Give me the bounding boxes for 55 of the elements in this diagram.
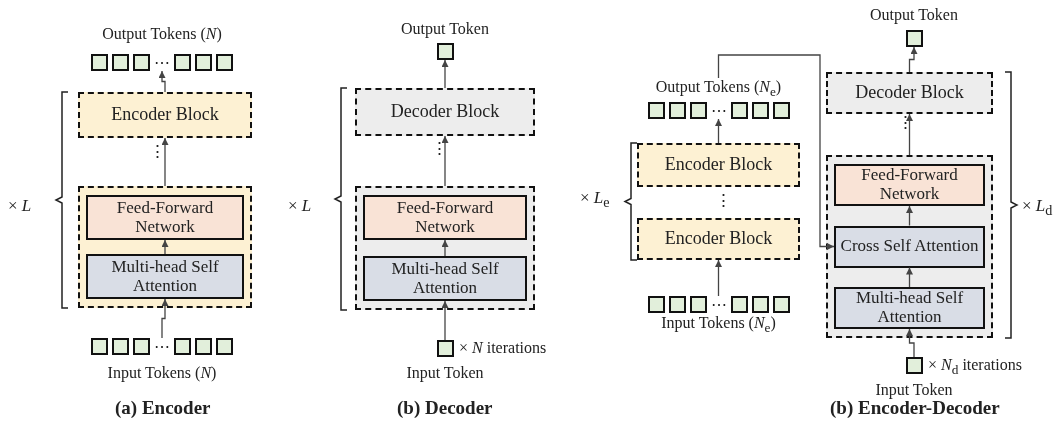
token-label: Output Token	[869, 6, 959, 24]
layer-container	[78, 186, 252, 308]
panel-caption: (a) Encoder	[115, 397, 211, 419]
arrow	[161, 137, 169, 187]
block-box: Encoder Block	[637, 143, 800, 187]
arrow	[161, 298, 169, 339]
arrow	[906, 328, 915, 358]
token-label: Input Tokens (N)	[106, 364, 218, 382]
layer-container	[826, 155, 993, 338]
arrow	[906, 205, 913, 227]
layer-box: Multi-head Self Attention	[86, 254, 244, 299]
repeat-label: × L	[288, 196, 312, 216]
layer-box: Feed-Forward Network	[834, 164, 985, 206]
ellipsis: ⋯	[710, 296, 727, 313]
arrow	[161, 239, 169, 255]
arrow	[441, 135, 449, 187]
arrow	[441, 239, 449, 257]
ellipsis: ⋯	[710, 102, 727, 119]
layer-box: Feed-Forward Network	[86, 195, 244, 240]
ellipsis: ⋯	[154, 54, 170, 71]
ellipsis: ⋮	[897, 112, 914, 133]
token-label: Input Token	[874, 381, 954, 399]
arrow	[715, 259, 722, 297]
arrow	[906, 113, 913, 156]
annotation-text: × N iterations	[459, 339, 547, 357]
arrow	[908, 46, 918, 73]
layer-box: Cross Self Attention	[834, 225, 985, 268]
layer-box: Feed-Forward Network	[363, 195, 527, 240]
block-box: Encoder Block	[637, 218, 800, 260]
token-label: Input Token	[405, 364, 485, 382]
arrow	[717, 54, 835, 250]
panel-caption: (b) Decoder	[397, 397, 493, 419]
ellipsis: ⋯	[154, 338, 170, 355]
layer-box: Multi-head Self Attention	[363, 256, 527, 301]
arrow	[715, 118, 722, 144]
block-box: Encoder Block	[78, 92, 252, 138]
arrow	[441, 59, 449, 89]
arrow	[906, 266, 913, 288]
repeat-label: × L	[8, 196, 32, 216]
token-label: Output Tokens (N)	[101, 25, 223, 43]
ellipsis: ⋮	[715, 190, 732, 211]
ellipsis: ⋮	[431, 138, 448, 159]
ellipsis: ⋮	[149, 141, 166, 162]
layer-box: Multi-head Self Attention	[834, 287, 985, 329]
token-label: Output Token	[400, 20, 490, 38]
arrow	[158, 70, 166, 93]
token-label: Input Tokens (N$_{e}$)	[660, 313, 777, 336]
block-box: Decoder Block	[826, 72, 993, 114]
annotation-text: × N$_{d}$ iterations	[928, 356, 1022, 379]
block-box: Decoder Block	[355, 88, 535, 136]
token-label: Output Tokens (N$_{e}$)	[654, 78, 783, 101]
layer-container	[355, 186, 535, 310]
repeat-label: × L$_{d}$	[1022, 196, 1053, 220]
arrow	[441, 300, 449, 341]
repeat-label: × L$_{e}$	[580, 188, 610, 212]
